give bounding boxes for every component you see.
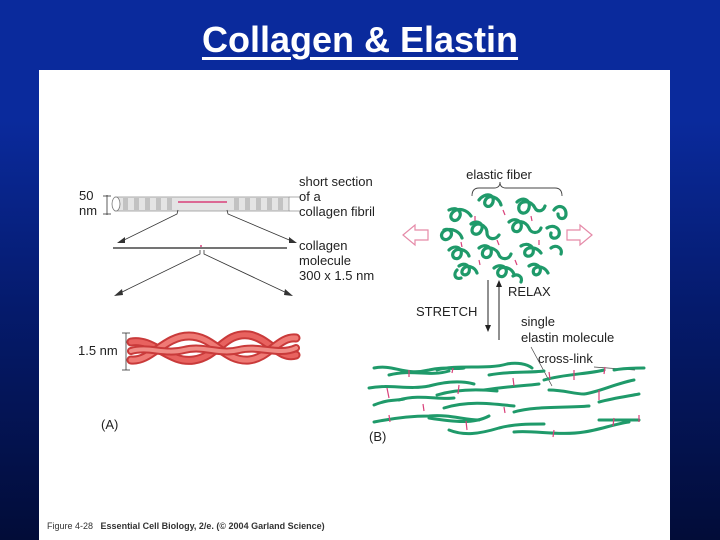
panel-a-label: (A): [101, 417, 118, 432]
helix-diameter-label: 1.5 nm: [78, 343, 118, 358]
stretch-label: STRETCH: [416, 304, 477, 319]
fibril-label-line3: collagen fibril: [299, 204, 375, 219]
figure-panel: 50 nm sh: [39, 70, 670, 540]
fibril-label-line1: short section: [299, 174, 373, 189]
stretch-left-arrow-icon: [402, 223, 429, 247]
slide-title-text: Collagen & Elastin: [201, 19, 519, 60]
fibril-expansion-arrows: [119, 209, 295, 243]
molecule-label-line1: collagen: [299, 238, 347, 253]
figure-source: Essential Cell Biology, 2/e. (© 2004 Gar…: [100, 521, 325, 531]
figure-illustration: 50 nm sh: [78, 167, 646, 444]
molecule-expansion-arrows: [117, 250, 290, 295]
collagen-triple-helix-icon: [126, 330, 301, 365]
relax-label: RELAX: [508, 284, 551, 299]
fibril-label-line2: of a: [299, 189, 321, 204]
relaxed-elastin-tangle-icon: [439, 193, 568, 284]
molecule-label-line2: molecule: [299, 253, 351, 268]
figure-caption: Figure 4-28 Essential Cell Biology, 2/e.…: [47, 521, 325, 531]
figure-number: Figure 4-28: [47, 521, 94, 531]
elastin-molecule-label-line1: single: [521, 314, 555, 329]
fibril-diameter-value: 50: [79, 188, 93, 203]
panel-a: 50 nm sh: [78, 174, 375, 432]
relaxed-crosslinks: [460, 209, 540, 266]
molecule-label-line3: 300 x 1.5 nm: [299, 268, 374, 283]
elastin-molecule-label-line2: elastin molecule: [521, 330, 614, 345]
stretched-elastin-network-icon: [367, 361, 646, 436]
collagen-fibril-icon: [111, 196, 301, 212]
elastic-fiber-bracket: [471, 181, 563, 197]
stretched-crosslinks: [386, 366, 640, 438]
panel-b: elastic fiber: [367, 167, 646, 444]
elastic-fiber-label: elastic fiber: [466, 167, 532, 182]
slide-title: Collagen & Elastin: [0, 18, 720, 62]
panel-b-label: (B): [369, 429, 386, 444]
fibril-diameter-unit: nm: [79, 203, 97, 218]
stretch-right-arrow-icon: [566, 223, 593, 247]
crosslink-label: cross-link: [538, 351, 593, 366]
